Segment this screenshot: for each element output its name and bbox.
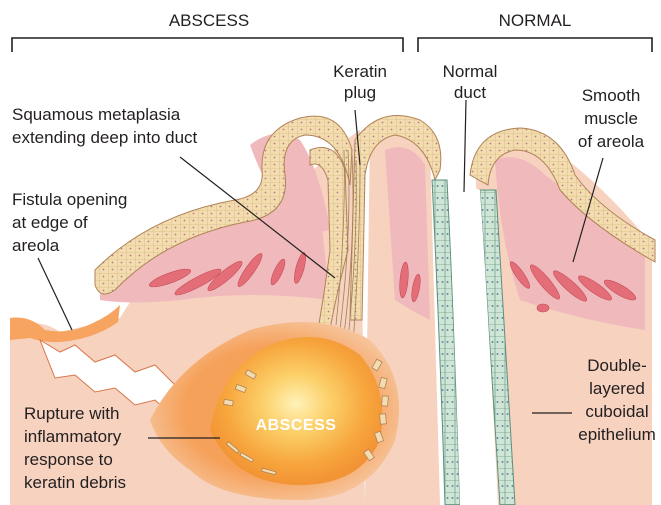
svg-text:epithelium: epithelium bbox=[578, 425, 656, 444]
svg-text:cuboidal: cuboidal bbox=[585, 402, 648, 421]
label-normal-duct: Normal duct bbox=[443, 62, 498, 102]
svg-text:response to: response to bbox=[24, 450, 113, 469]
abscess-bracket bbox=[12, 38, 403, 52]
label-fistula-opening: Fistula opening at edge of areola bbox=[12, 190, 127, 255]
svg-text:Normal: Normal bbox=[443, 62, 498, 81]
svg-text:inflammatory: inflammatory bbox=[24, 427, 122, 446]
svg-text:keratin debris: keratin debris bbox=[24, 473, 126, 492]
svg-text:Double-: Double- bbox=[587, 356, 647, 375]
svg-text:of areola: of areola bbox=[578, 132, 645, 151]
svg-text:plug: plug bbox=[344, 83, 376, 102]
abscess-header: ABSCESS bbox=[169, 11, 249, 30]
svg-text:muscle: muscle bbox=[584, 109, 638, 128]
svg-text:Squamous metaplasia: Squamous metaplasia bbox=[12, 105, 181, 124]
svg-text:Rupture with: Rupture with bbox=[24, 404, 119, 423]
abscess-center-label: ABSCESS bbox=[256, 417, 337, 434]
svg-text:Fistula opening: Fistula opening bbox=[12, 190, 127, 209]
svg-text:areola: areola bbox=[12, 236, 60, 255]
svg-text:layered: layered bbox=[589, 379, 645, 398]
svg-text:Smooth: Smooth bbox=[582, 86, 641, 105]
svg-text:Keratin: Keratin bbox=[333, 62, 387, 81]
label-smooth-muscle: Smooth muscle of areola bbox=[578, 86, 645, 151]
svg-text:at edge of: at edge of bbox=[12, 213, 88, 232]
normal-header: NORMAL bbox=[499, 11, 572, 30]
label-keratin-plug: Keratin plug bbox=[333, 62, 387, 102]
svg-text:duct: duct bbox=[454, 83, 486, 102]
label-squamous-metaplasia: Squamous metaplasia extending deep into … bbox=[12, 105, 198, 147]
normal-bracket bbox=[418, 38, 652, 52]
section-brackets bbox=[12, 38, 652, 52]
svg-text:extending deep into duct: extending deep into duct bbox=[12, 128, 198, 147]
